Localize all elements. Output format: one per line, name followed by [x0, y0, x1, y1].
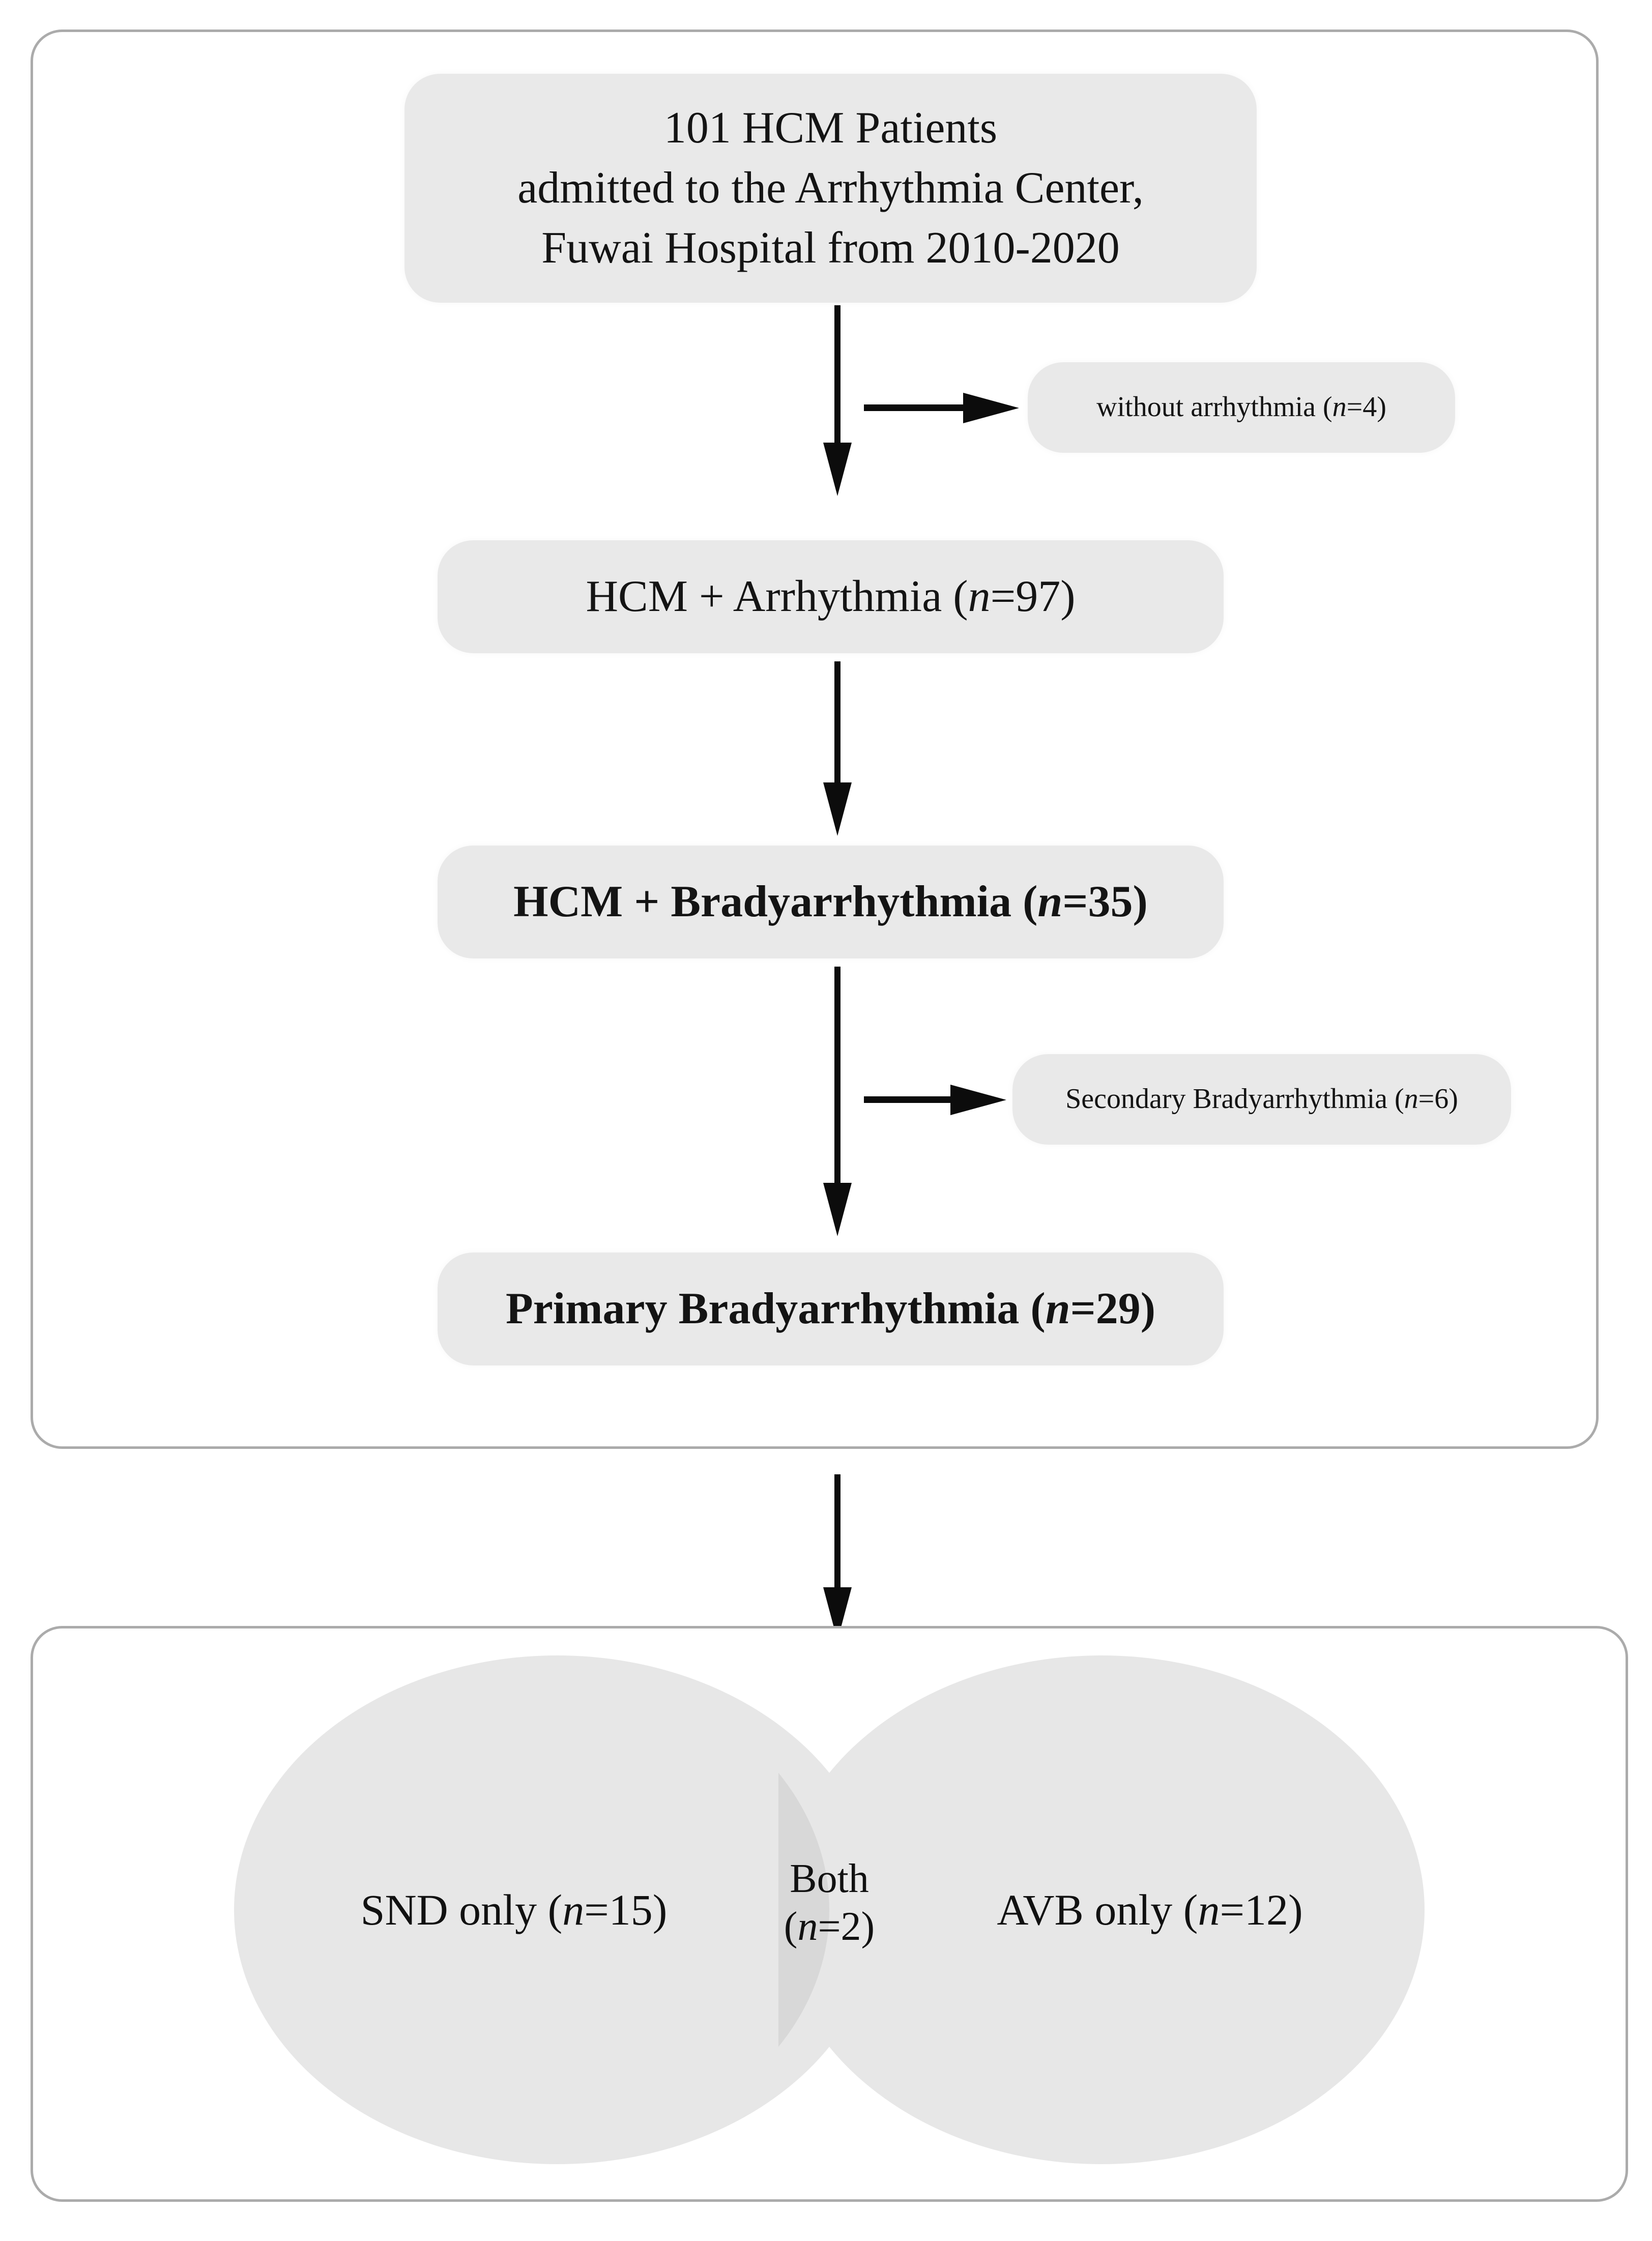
venn-ellipse-avb — [778, 1655, 1425, 2164]
label-suffix: =15) — [584, 1885, 668, 1934]
label-suffix: =35) — [1062, 877, 1148, 927]
arrow-head-down-icon — [823, 782, 852, 836]
label-prefix: AVB only ( — [997, 1885, 1198, 1934]
label-suffix: =12) — [1220, 1885, 1303, 1934]
node-secondary-bradyarrhythmia-text: Secondary Bradyarrhythmia (n=6) — [1065, 1080, 1458, 1118]
node-cohort-line1: 101 HCM Patients — [663, 103, 998, 153]
node-cohort-text: 101 HCM Patients admitted to the Arrhyth… — [517, 98, 1144, 278]
label-suffix: =97) — [990, 572, 1076, 622]
arrow-stem — [834, 305, 841, 453]
label-prefix: SND only ( — [360, 1885, 563, 1934]
label-n-symbol: n — [1332, 391, 1347, 423]
label-prefix: Secondary Bradyarrhythmia ( — [1065, 1083, 1404, 1115]
node-cohort-line2: admitted to the Arrhythmia Center, — [517, 163, 1144, 213]
venn-label-snd: SND only (n=15) — [254, 1884, 773, 1936]
label-n-symbol: n — [1404, 1083, 1418, 1115]
venn-label-avb: AVB only (n=12) — [890, 1884, 1409, 1936]
node-secondary-bradyarrhythmia-box: Secondary Bradyarrhythmia (n=6) — [1012, 1054, 1511, 1145]
node-primary-bradyarrhythmia-text: Primary Bradyarrhythmia (n=29) — [506, 1279, 1155, 1339]
arrow-stem — [864, 1096, 953, 1103]
label-prefix: Primary Bradyarrhythmia ( — [505, 1284, 1046, 1334]
label-prefix: HCM + Bradyarrhythmia ( — [513, 877, 1038, 927]
arrow-head-right-icon — [950, 1085, 1006, 1115]
node-hcm-arrhythmia-box: HCM + Arrhythmia (n=97) — [438, 540, 1224, 653]
arrow-stem — [834, 1474, 841, 1596]
arrow-head-right-icon — [963, 393, 1019, 423]
label-prefix: HCM + Arrhythmia ( — [586, 572, 968, 622]
node-cohort-line3: Fuwai Hospital from 2010-2020 — [541, 223, 1120, 273]
node-without-arrhythmia-text: without arrhythmia (n=4) — [1096, 388, 1386, 426]
node-primary-bradyarrhythmia-box: Primary Bradyarrhythmia (n=29) — [438, 1253, 1224, 1365]
node-cohort-box: 101 HCM Patients admitted to the Arrhyth… — [404, 74, 1257, 303]
arrow-head-down-icon — [823, 1183, 852, 1236]
label-n-symbol: n — [968, 572, 991, 622]
arrow-stem — [864, 404, 966, 411]
label-prefix: ( — [784, 1904, 798, 1949]
label-n-symbol: n — [1037, 877, 1063, 927]
label-n-symbol: n — [1045, 1284, 1070, 1334]
venn-label-both: Both (n=2) — [753, 1855, 906, 1951]
node-without-arrhythmia-box: without arrhythmia (n=4) — [1028, 362, 1455, 453]
node-hcm-bradyarrhythmia-text: HCM + Bradyarrhythmia (n=35) — [513, 872, 1148, 932]
arrow-stem — [834, 661, 841, 791]
label-suffix: =2) — [818, 1904, 875, 1949]
venn-diagram: SND only (n=15) Both (n=2) AVB only (n=1… — [31, 1626, 1628, 2202]
label-prefix: without arrhythmia ( — [1096, 391, 1332, 423]
venn-ellipse-snd — [234, 1655, 880, 2164]
venn-both-line1: Both — [790, 1856, 869, 1901]
arrow-stem — [834, 967, 841, 1193]
label-suffix: =4) — [1346, 391, 1386, 423]
label-n-symbol: n — [1198, 1885, 1220, 1934]
node-hcm-bradyarrhythmia-box: HCM + Bradyarrhythmia (n=35) — [438, 846, 1224, 958]
arrow-head-down-icon — [823, 443, 852, 496]
label-suffix: =29) — [1070, 1284, 1156, 1334]
label-n-symbol: n — [797, 1904, 818, 1949]
node-hcm-arrhythmia-text: HCM + Arrhythmia (n=97) — [586, 567, 1075, 627]
label-suffix: =6) — [1418, 1083, 1458, 1115]
label-n-symbol: n — [562, 1885, 585, 1934]
